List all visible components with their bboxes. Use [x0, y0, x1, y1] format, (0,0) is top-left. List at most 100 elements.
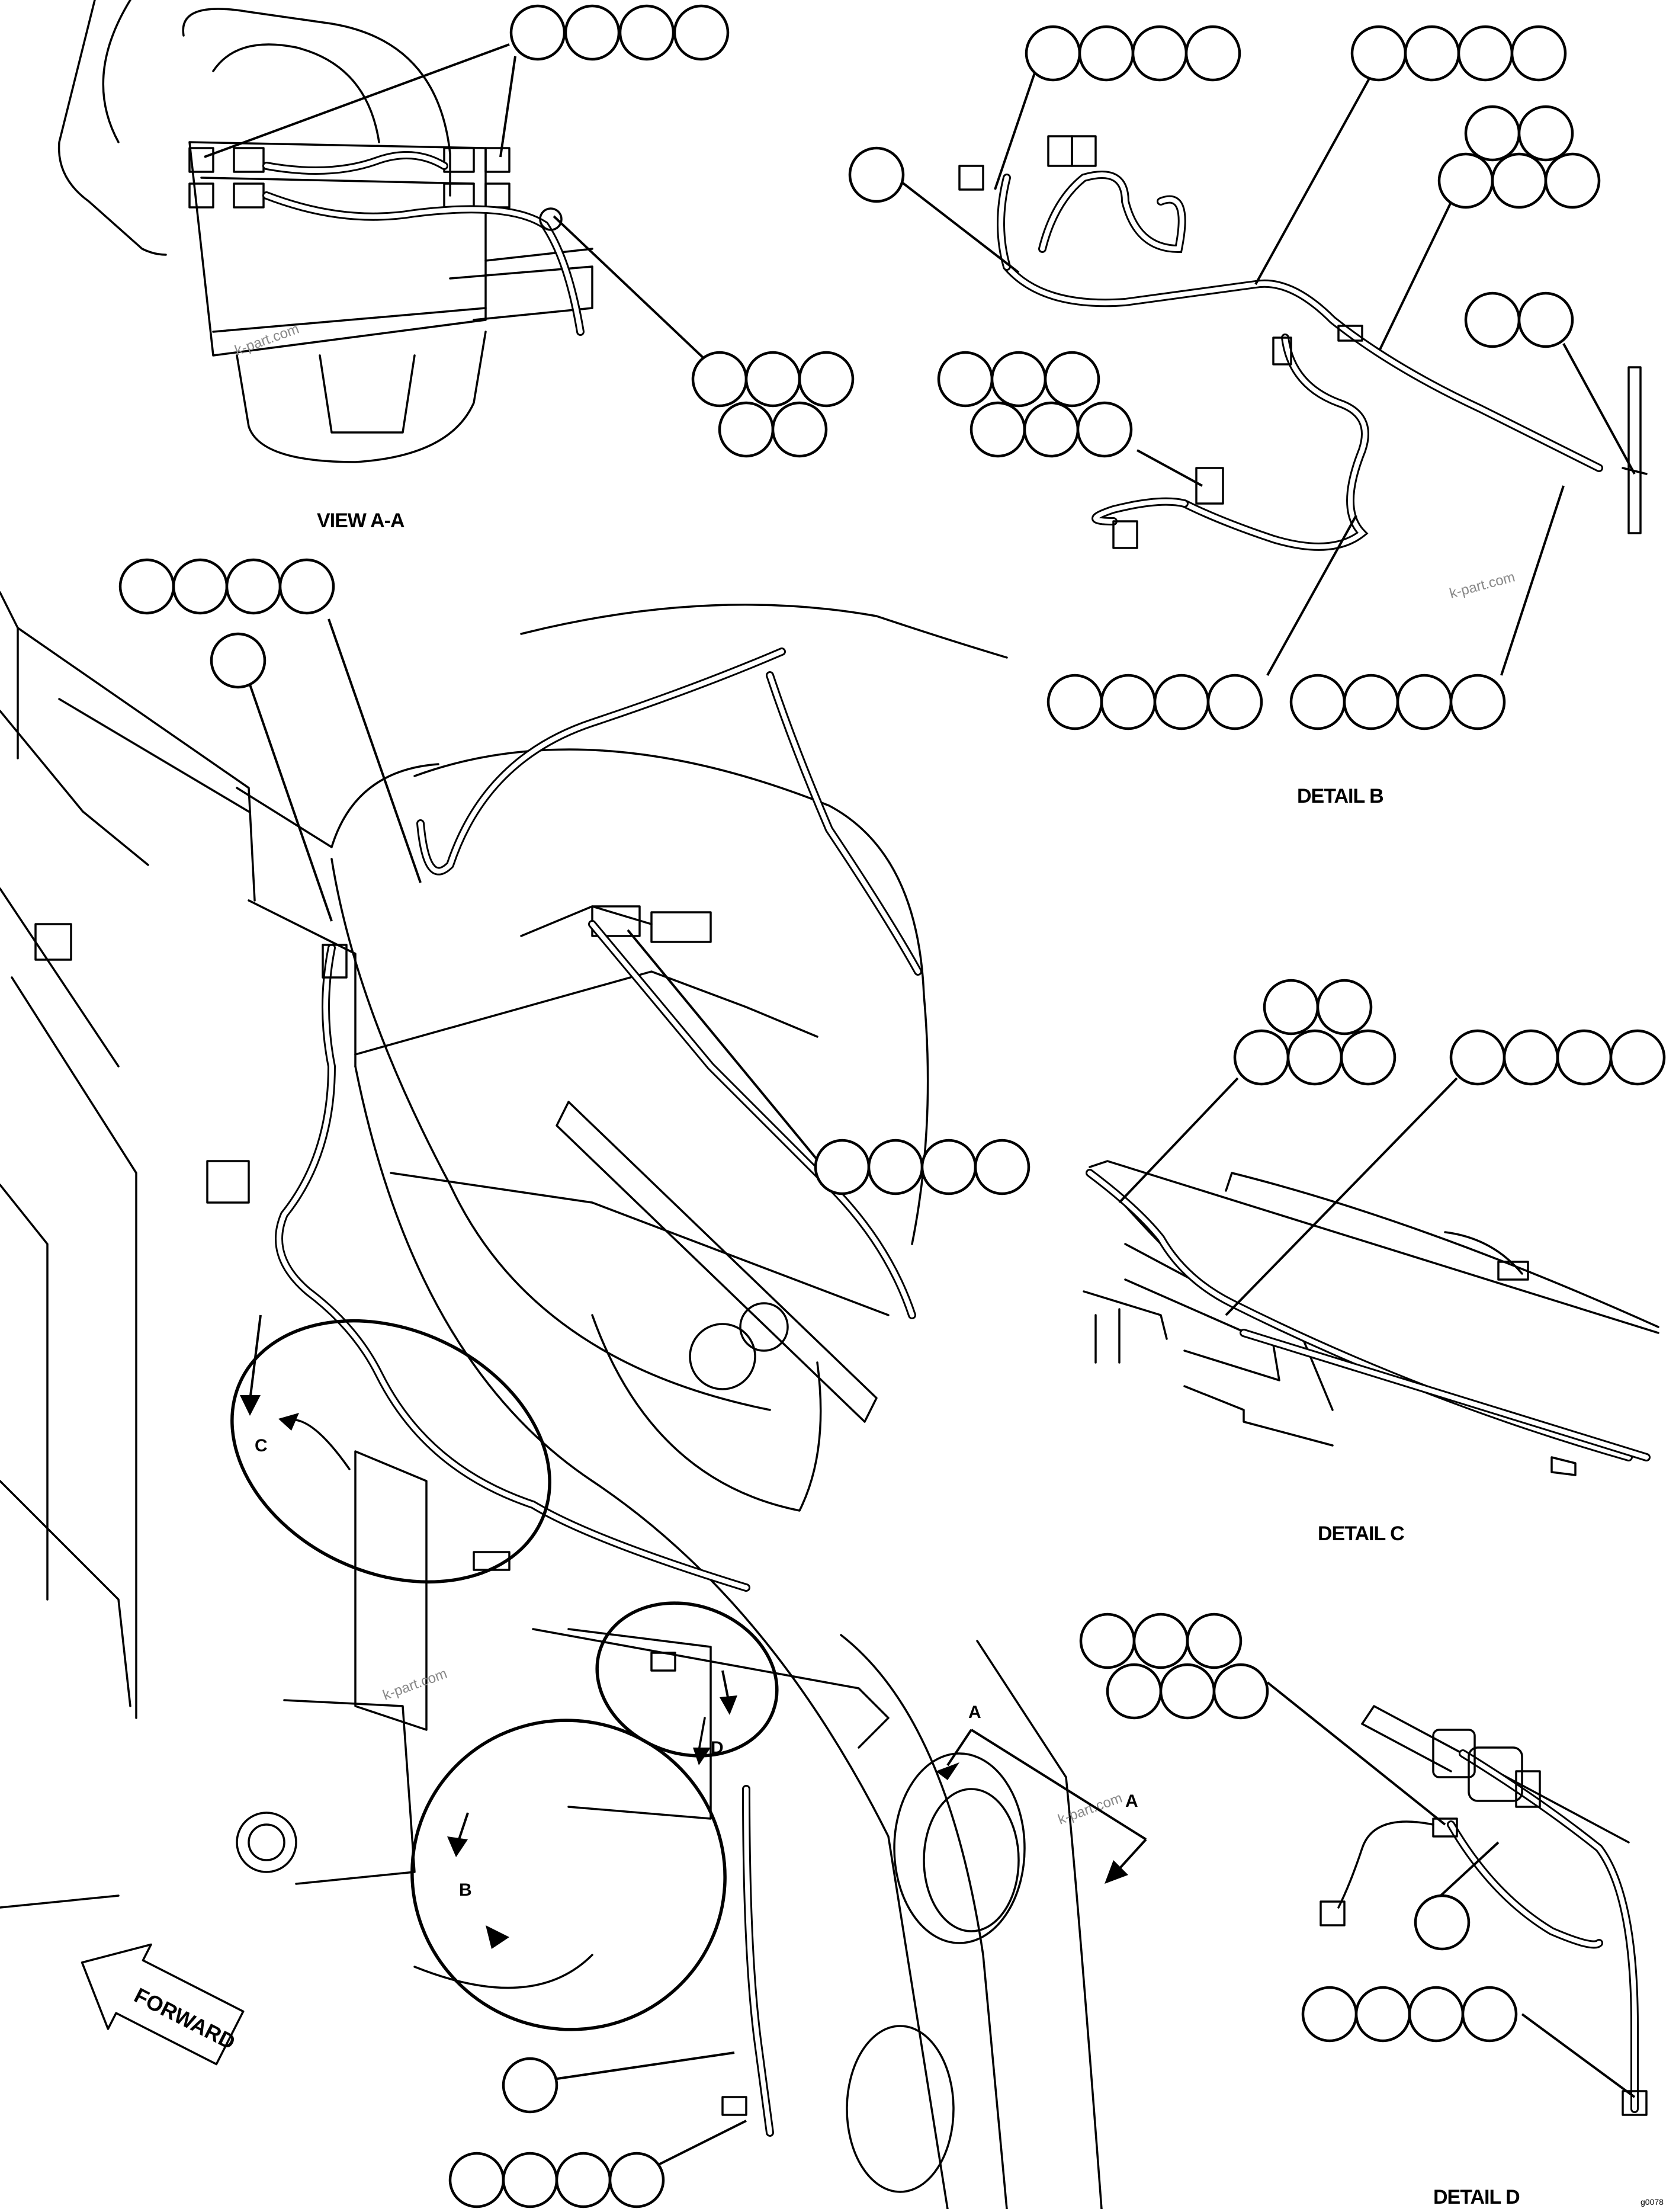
detail-b-ellipse: [410, 1719, 727, 2031]
callout-bubble: [1461, 1986, 1518, 2043]
detail-c-drawing: [1083, 1160, 1659, 1476]
callout-bubble: [278, 558, 335, 615]
callout-bubble: [1025, 25, 1081, 82]
view-aa-callouts: [204, 4, 855, 458]
callout-bubble: [673, 4, 730, 61]
callout-bubble: [691, 351, 748, 408]
callout-bubble: [1408, 1986, 1465, 2043]
detail-b-drawing: k-part.com: [958, 135, 1648, 602]
callout-bubble: [1046, 674, 1103, 730]
callout-bubble: [608, 2152, 665, 2208]
callout-bubble: [1153, 674, 1210, 730]
callout-bubble: [1449, 1029, 1506, 1086]
main-view-drawing: k-part.com k-part.com: [0, 591, 1125, 2210]
callout-bubble: [1289, 674, 1346, 730]
callout-bubble: [1079, 1612, 1136, 1669]
detail-b-callouts: [848, 25, 1636, 730]
callout-bubble: [1464, 291, 1521, 348]
callout-bubble: [618, 4, 675, 61]
view-aa-caption: VIEW A-A: [317, 509, 404, 532]
section-mark-c: C: [255, 1436, 268, 1456]
callout-bubble: [1263, 979, 1320, 1036]
callout-bubble: [118, 558, 175, 615]
callout-bubble: [1212, 1663, 1269, 1720]
callout-bubble: [1044, 351, 1100, 408]
callout-bubble: [744, 351, 801, 408]
detail-d-caption: DETAIL D: [1433, 2186, 1520, 2208]
detail-d-callouts: [1079, 1612, 1636, 2098]
detail-c-ellipse: [230, 1319, 551, 1584]
callout-bubble: [1233, 1029, 1290, 1086]
callout-bubble: [1078, 25, 1135, 82]
callout-bubble: [1414, 1894, 1471, 1951]
callout-bubble: [1316, 979, 1373, 1036]
callout-bubble: [867, 1139, 924, 1195]
callout-bubble: [1437, 152, 1494, 209]
callout-bubble: [1340, 1029, 1397, 1086]
detail-markers: C B D A A: [230, 1315, 1147, 2031]
callout-bubble: [1503, 1029, 1559, 1086]
callout-bubble: [1100, 674, 1157, 730]
callout-bubble: [172, 558, 229, 615]
callout-bubble: [1186, 1612, 1243, 1669]
callout-bubble: [1301, 1986, 1358, 2043]
callout-bubble: [1354, 1986, 1411, 2043]
callout-bubble: [1184, 25, 1241, 82]
callout-bubble: [771, 401, 828, 458]
callout-bubble: [920, 1139, 977, 1195]
callout-bubble: [225, 558, 282, 615]
callout-bubble: [990, 351, 1047, 408]
callout-bubble: [1106, 1663, 1163, 1720]
callout-bubble: [974, 1139, 1030, 1195]
callout-bubble: [848, 146, 905, 203]
callout-bubble: [1132, 1612, 1189, 1669]
callout-bubble: [969, 401, 1026, 458]
callout-bubble: [1343, 674, 1399, 730]
section-mark-d: D: [711, 1738, 724, 1758]
figure-number: g0078: [1641, 2197, 1664, 2207]
callout-bubble: [502, 2152, 558, 2208]
forward-arrow: FORWARD: [81, 1943, 245, 2066]
callout-bubble: [448, 2152, 505, 2208]
callout-bubble: [1517, 291, 1574, 348]
callout-bubble: [1544, 152, 1601, 209]
section-mark-a-bottom: A: [1125, 1791, 1138, 1811]
callout-bubble: [814, 1139, 871, 1195]
callout-bubble: [1457, 25, 1514, 82]
detail-d-ellipse: [595, 1601, 779, 1758]
callout-bubble: [798, 351, 855, 408]
main-view-callouts: [118, 558, 1030, 2208]
callout-bubble: [1491, 152, 1548, 209]
callout-bubble: [555, 2152, 612, 2208]
callout-bubble: [1396, 674, 1453, 730]
callout-bubble: [210, 632, 267, 689]
watermark-3: k-part.com: [381, 1665, 450, 1703]
callout-bubble: [1131, 25, 1188, 82]
callout-bubble: [937, 351, 994, 408]
callout-bubble: [1609, 1029, 1666, 1086]
detail-c-callouts: [1118, 979, 1666, 1316]
callout-bubble: [564, 4, 621, 61]
callout-bubble: [1286, 1029, 1343, 1086]
callout-bubble: [502, 2057, 558, 2114]
callout-bubble: [1076, 401, 1133, 458]
detail-b-caption: DETAIL B: [1297, 785, 1383, 807]
section-mark-a-top: A: [968, 1703, 981, 1722]
detail-c-caption: DETAIL C: [1318, 1522, 1404, 1545]
callout-bubble: [1350, 25, 1407, 82]
callout-bubble: [718, 401, 775, 458]
detail-d-drawing: [1320, 1705, 1648, 2116]
callout-bubble: [509, 4, 566, 61]
section-mark-b: B: [459, 1880, 472, 1900]
callout-bubble: [1449, 674, 1506, 730]
callout-bubble: [1404, 25, 1460, 82]
callout-bubble: [1556, 1029, 1613, 1086]
callout-bubble: [1510, 25, 1567, 82]
callout-bubble: [1464, 105, 1521, 162]
forward-label: FORWARD: [130, 1983, 239, 2054]
callout-bubble: [1517, 105, 1574, 162]
callout-bubble: [1159, 1663, 1216, 1720]
watermark-4: k-part.com: [1056, 1790, 1125, 1828]
watermark-2: k-part.com: [1448, 569, 1517, 601]
